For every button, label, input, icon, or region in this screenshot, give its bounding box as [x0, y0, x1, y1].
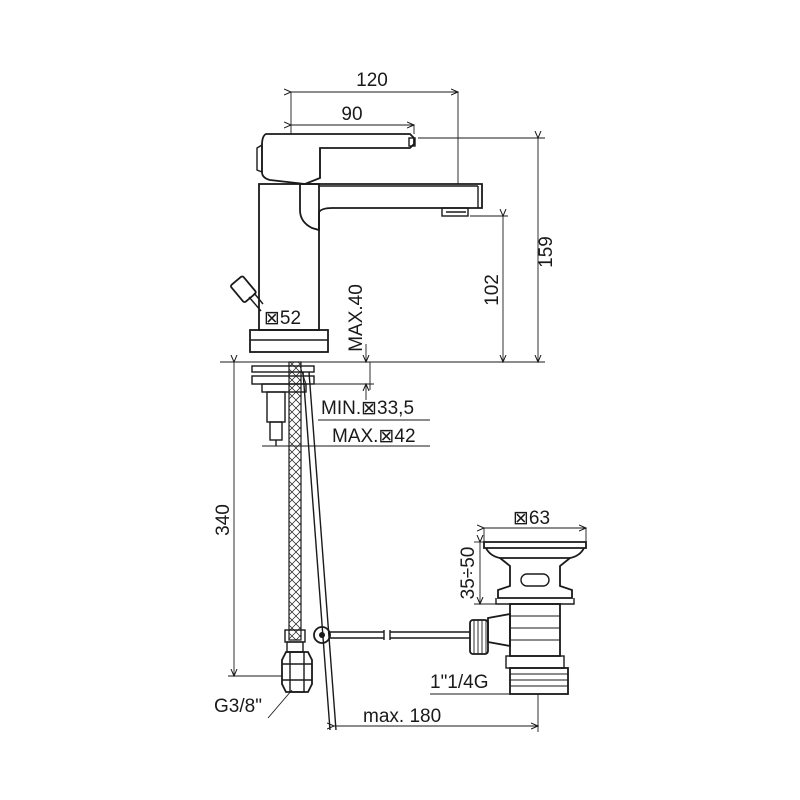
label-waste-63: ⊠63 [513, 508, 550, 529]
label-waste-thread: 1"1/4G [430, 672, 489, 693]
label-340: 340 [213, 504, 234, 536]
dimension-lines [228, 92, 586, 732]
dimension-labels: 120 90 159 102 MAX.40 ⊠52 MIN.⊠33,5 MAX.… [213, 70, 557, 727]
label-35-50: 35÷50 [458, 547, 479, 600]
label-min-hole: MIN.⊠33,5 [321, 398, 414, 419]
label-g38: G3/8" [214, 696, 262, 717]
flexible-hose [267, 361, 313, 719]
label-120: 120 [356, 70, 388, 91]
label-102: 102 [482, 274, 503, 306]
label-max-180: max. 180 [363, 706, 441, 727]
label-90: 90 [341, 104, 362, 125]
pop-up-rod [299, 365, 470, 731]
label-base-52: ⊠52 [264, 308, 301, 329]
label-159: 159 [536, 236, 557, 268]
label-max-hole: MAX.⊠42 [332, 426, 416, 447]
label-max-40: MAX.40 [346, 284, 367, 352]
pop-up-waste [469, 541, 587, 695]
